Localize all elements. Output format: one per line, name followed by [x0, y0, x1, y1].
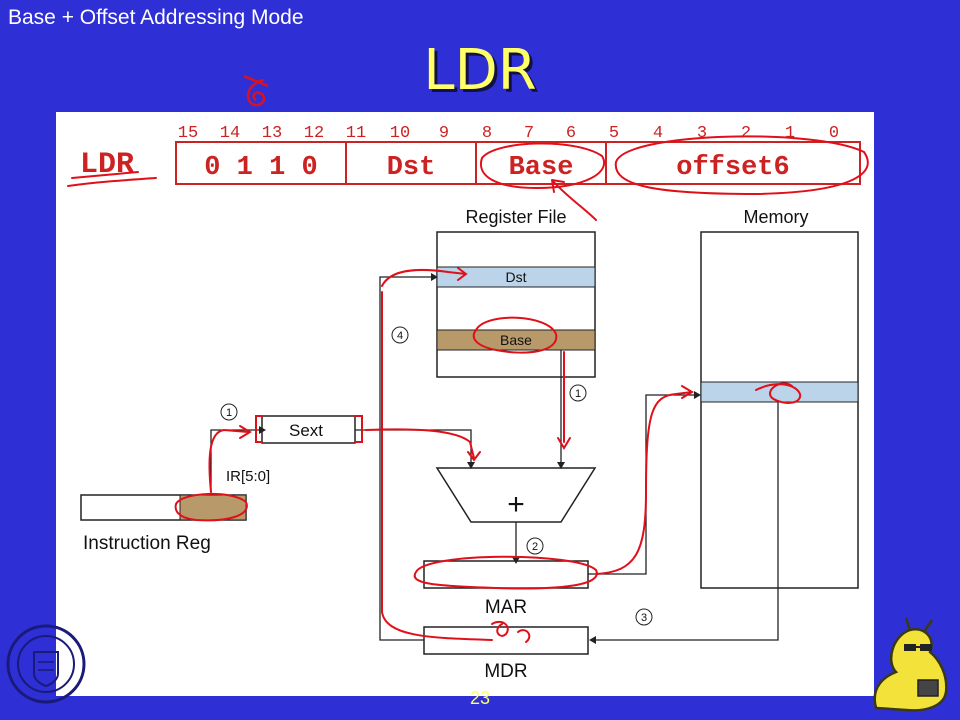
bit-number: 11 [346, 124, 366, 143]
dst-register-label: Dst [506, 269, 527, 285]
ink-ir-to-sext [208, 425, 252, 493]
field-offset6: offset6 [676, 153, 789, 183]
bit-number: 12 [304, 124, 324, 143]
bit-number: 7 [524, 124, 534, 143]
bit-number: 8 [482, 124, 492, 143]
step-number: 3 [641, 612, 647, 624]
ink-sext-to-adder [365, 428, 481, 462]
base-register-label: Base [500, 332, 532, 348]
instruction-format [175, 141, 861, 185]
step-number: 2 [532, 541, 538, 553]
bit-number: 1 [785, 124, 795, 143]
mar-label: MAR [485, 597, 527, 618]
sext-unit [261, 415, 356, 444]
slug-mascot-icon [873, 617, 948, 712]
ldr-datapath-diagram: 15 14 13 12 11 10 9 8 7 6 5 4 3 2 1 0 LD… [56, 112, 874, 696]
memory-label: Memory [743, 207, 808, 227]
step-number: 4 [397, 330, 403, 342]
bit-number: 6 [566, 124, 576, 143]
ink-sext-bracket [255, 415, 363, 443]
ink-base-to-adder [557, 351, 571, 450]
bit-number: 2 [741, 124, 751, 143]
ink-circle-base-reg [472, 316, 558, 354]
instruction-register-label: Instruction Reg [83, 533, 211, 554]
ink-circle-ir-field [174, 493, 248, 522]
bit-number: 14 [220, 124, 240, 143]
ink-annotations [67, 135, 869, 643]
adder-label: + [507, 488, 525, 521]
sext-label: Sext [289, 421, 323, 440]
scribble-icon [243, 74, 269, 107]
step-markers [220, 326, 653, 626]
ink-memory-row-scribble [755, 382, 802, 404]
ink-circle-mar [413, 555, 598, 590]
ir-slice-label: IR[5:0] [226, 468, 270, 485]
ink-mdr-to-dst [381, 291, 493, 641]
bit-number: 13 [262, 124, 282, 143]
bit-number: 15 [178, 124, 198, 143]
register-file [436, 231, 596, 378]
ink-dst-arrow [381, 267, 468, 287]
page-number: 23 [469, 688, 491, 708]
bit-number: 0 [829, 124, 839, 143]
adder [435, 467, 597, 523]
mdr [423, 626, 589, 655]
bit-number: 9 [439, 124, 449, 143]
memory [700, 231, 859, 589]
ink-circle-offset6 [614, 135, 869, 196]
bit-number: 10 [390, 124, 410, 143]
field-dst: Dst [387, 153, 436, 183]
bit-number: 5 [609, 124, 619, 143]
mar [423, 560, 589, 589]
ink-underline-ldr [67, 171, 157, 187]
ink-scribble-mdr [491, 620, 531, 643]
step-number: 1 [226, 407, 232, 419]
ir-offset-field [179, 494, 247, 521]
slide-subtitle: Base + Offset Addressing Mode [8, 6, 304, 29]
bit-number: 3 [697, 124, 707, 143]
register-file-label: Register File [465, 207, 566, 227]
field-base: Base [509, 153, 574, 183]
field-opcode: 0 1 1 0 [204, 153, 317, 183]
ink-arrow-to-base [551, 179, 597, 221]
bit-number-row: 15 14 13 12 11 10 9 8 7 6 5 4 3 2 1 0 [178, 124, 839, 143]
ink-circle-base [479, 142, 605, 190]
bit-number: 4 [653, 124, 663, 143]
ink-mar-to-memory [595, 385, 694, 575]
wire-arrowheads [259, 273, 701, 644]
university-seal-icon [6, 624, 86, 704]
mdr-label: MDR [484, 661, 527, 682]
step-number: 1 [575, 388, 581, 400]
slide-title: LDR [423, 38, 537, 103]
